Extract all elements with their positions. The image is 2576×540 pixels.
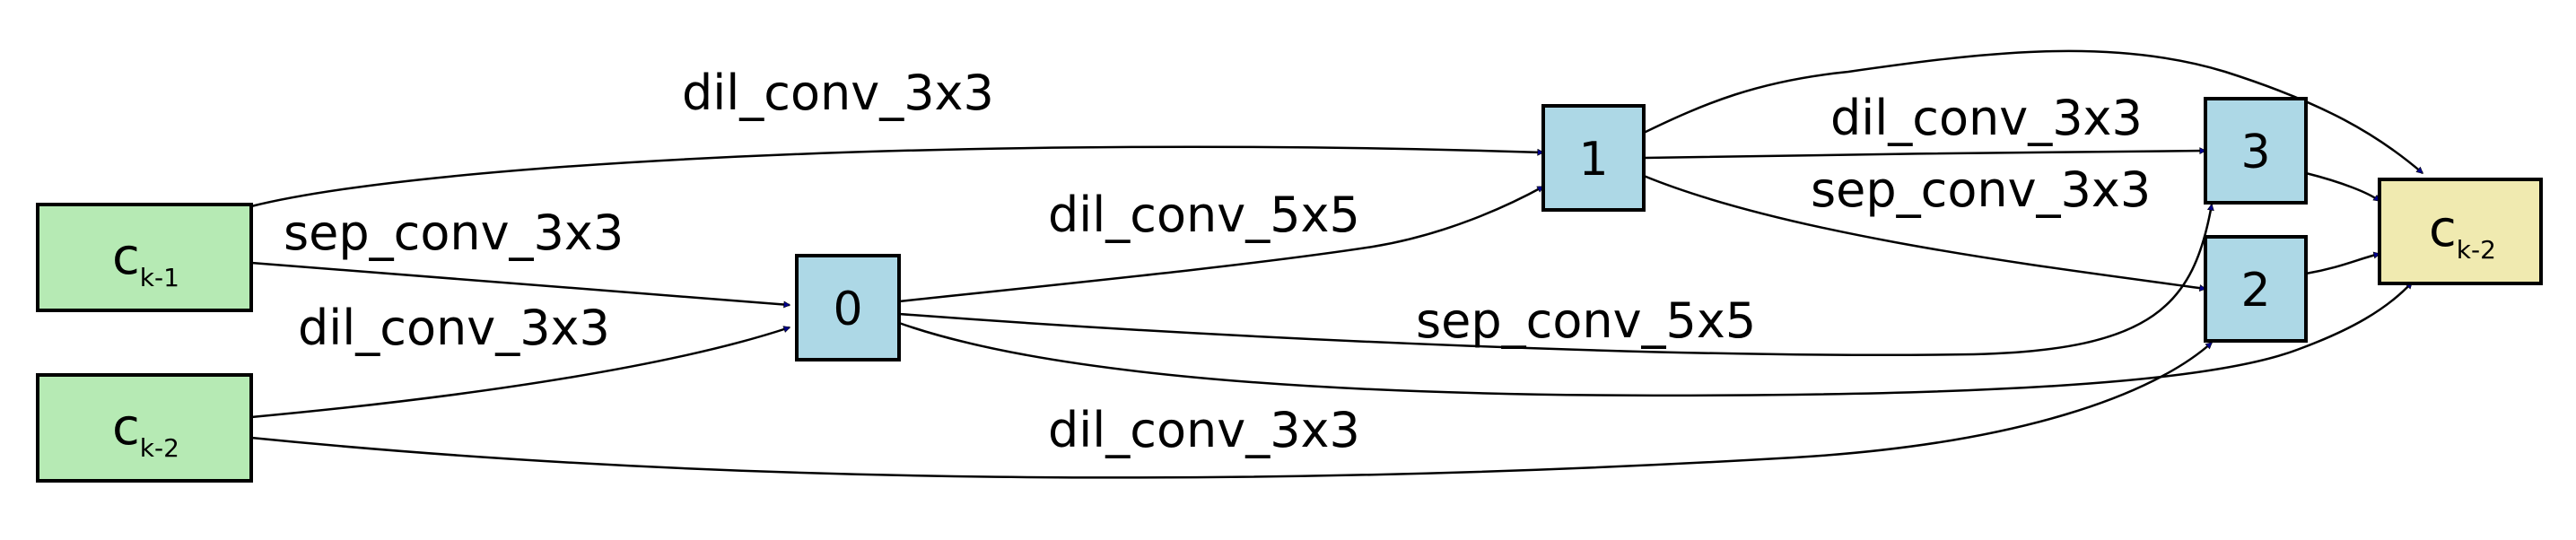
edge-label-ck2-to-2: dil_conv_3x3 [1048,402,1360,458]
node-box [36,373,253,483]
node-box [2204,97,2308,205]
edge-ck2-to-0 [250,326,791,419]
node-label: 0 [833,283,862,336]
node-box [2378,178,2543,285]
node-1: 1 [1541,104,1646,212]
node-label: ck-1 [112,228,179,292]
edge-0-to-1 [898,185,1545,303]
edge-label-0-to-3: sep_conv_5x5 [1416,292,1756,349]
edge-ck1-to-1 [250,145,1545,208]
edge-label-ck2-to-0: dil_conv_3x3 [298,300,610,356]
node-label: 3 [2240,126,2270,179]
node-c-k-1: ck-1 [36,203,253,312]
edge-ck1-to-0 [250,261,791,309]
node-label: ck-2 [2429,200,2496,265]
node-box [795,254,901,361]
edge-label-ck1-to-1: dil_conv_3x3 [682,65,994,121]
node-c-k-2: ck-2 [36,373,253,483]
edge-1-to-3 [1643,147,2207,160]
node-label: ck-2 [112,398,179,463]
edge-0-to-out [898,282,2413,397]
node-box [1541,104,1646,212]
edge-0-to-3 [898,203,2214,357]
edge-ck2-to-2 [250,342,2213,479]
edge-label-0-to-1: dil_conv_5x5 [1048,187,1360,243]
edge-3-to-out [2305,171,2381,203]
node-label: 1 [1578,133,1608,187]
edge-label-1-to-3: dil_conv_3x3 [1830,90,2143,146]
edge-label-ck1-to-0: sep_conv_3x3 [284,205,624,261]
edge-1-to-out [1643,49,2424,174]
node-output-c-k-2: ck-2 [2378,178,2543,285]
node-box [36,203,253,312]
edge-labels: dil_conv_3x3 sep_conv_3x3 dil_conv_3x3 d… [284,65,2151,458]
node-2: 2 [2204,235,2308,343]
edges [250,49,2424,479]
edge-label-1-to-2: sep_conv_3x3 [1811,161,2151,218]
node-0: 0 [795,254,901,361]
edge-2-to-out [2305,251,2381,275]
edge-1-to-2 [1643,174,2207,292]
node-label: 2 [2240,264,2270,318]
node-box [2204,235,2308,343]
node-3: 3 [2204,97,2308,205]
